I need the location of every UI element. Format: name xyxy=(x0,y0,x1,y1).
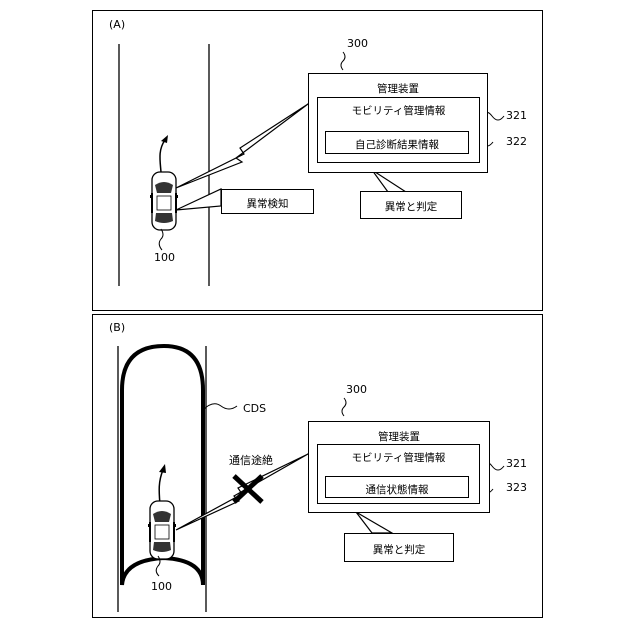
management-device-title: 管理装置 xyxy=(309,429,489,444)
comm-status-info-title: 通信状態情報 xyxy=(326,482,468,497)
judgement-text: 異常と判定 xyxy=(345,542,453,557)
cds-leader xyxy=(203,404,237,410)
vehicle-icon xyxy=(148,501,176,559)
vehicle-ref-label: 100 xyxy=(151,581,172,593)
record-ref-label: 323 xyxy=(506,482,527,494)
judgement-tail xyxy=(356,512,392,533)
cds-label: CDS xyxy=(243,403,266,415)
comm-status-label: 通信途絶 xyxy=(229,455,273,467)
db-ref-label: 321 xyxy=(506,458,527,470)
comm-status-info-box: 通信状態情報 xyxy=(325,476,469,498)
mobility-info-title: モビリティ管理情報 xyxy=(318,450,479,465)
device-ref-label: 300 xyxy=(346,384,367,396)
judgement-box: 異常と判定 xyxy=(344,533,454,562)
device-ref-leader xyxy=(342,398,346,416)
